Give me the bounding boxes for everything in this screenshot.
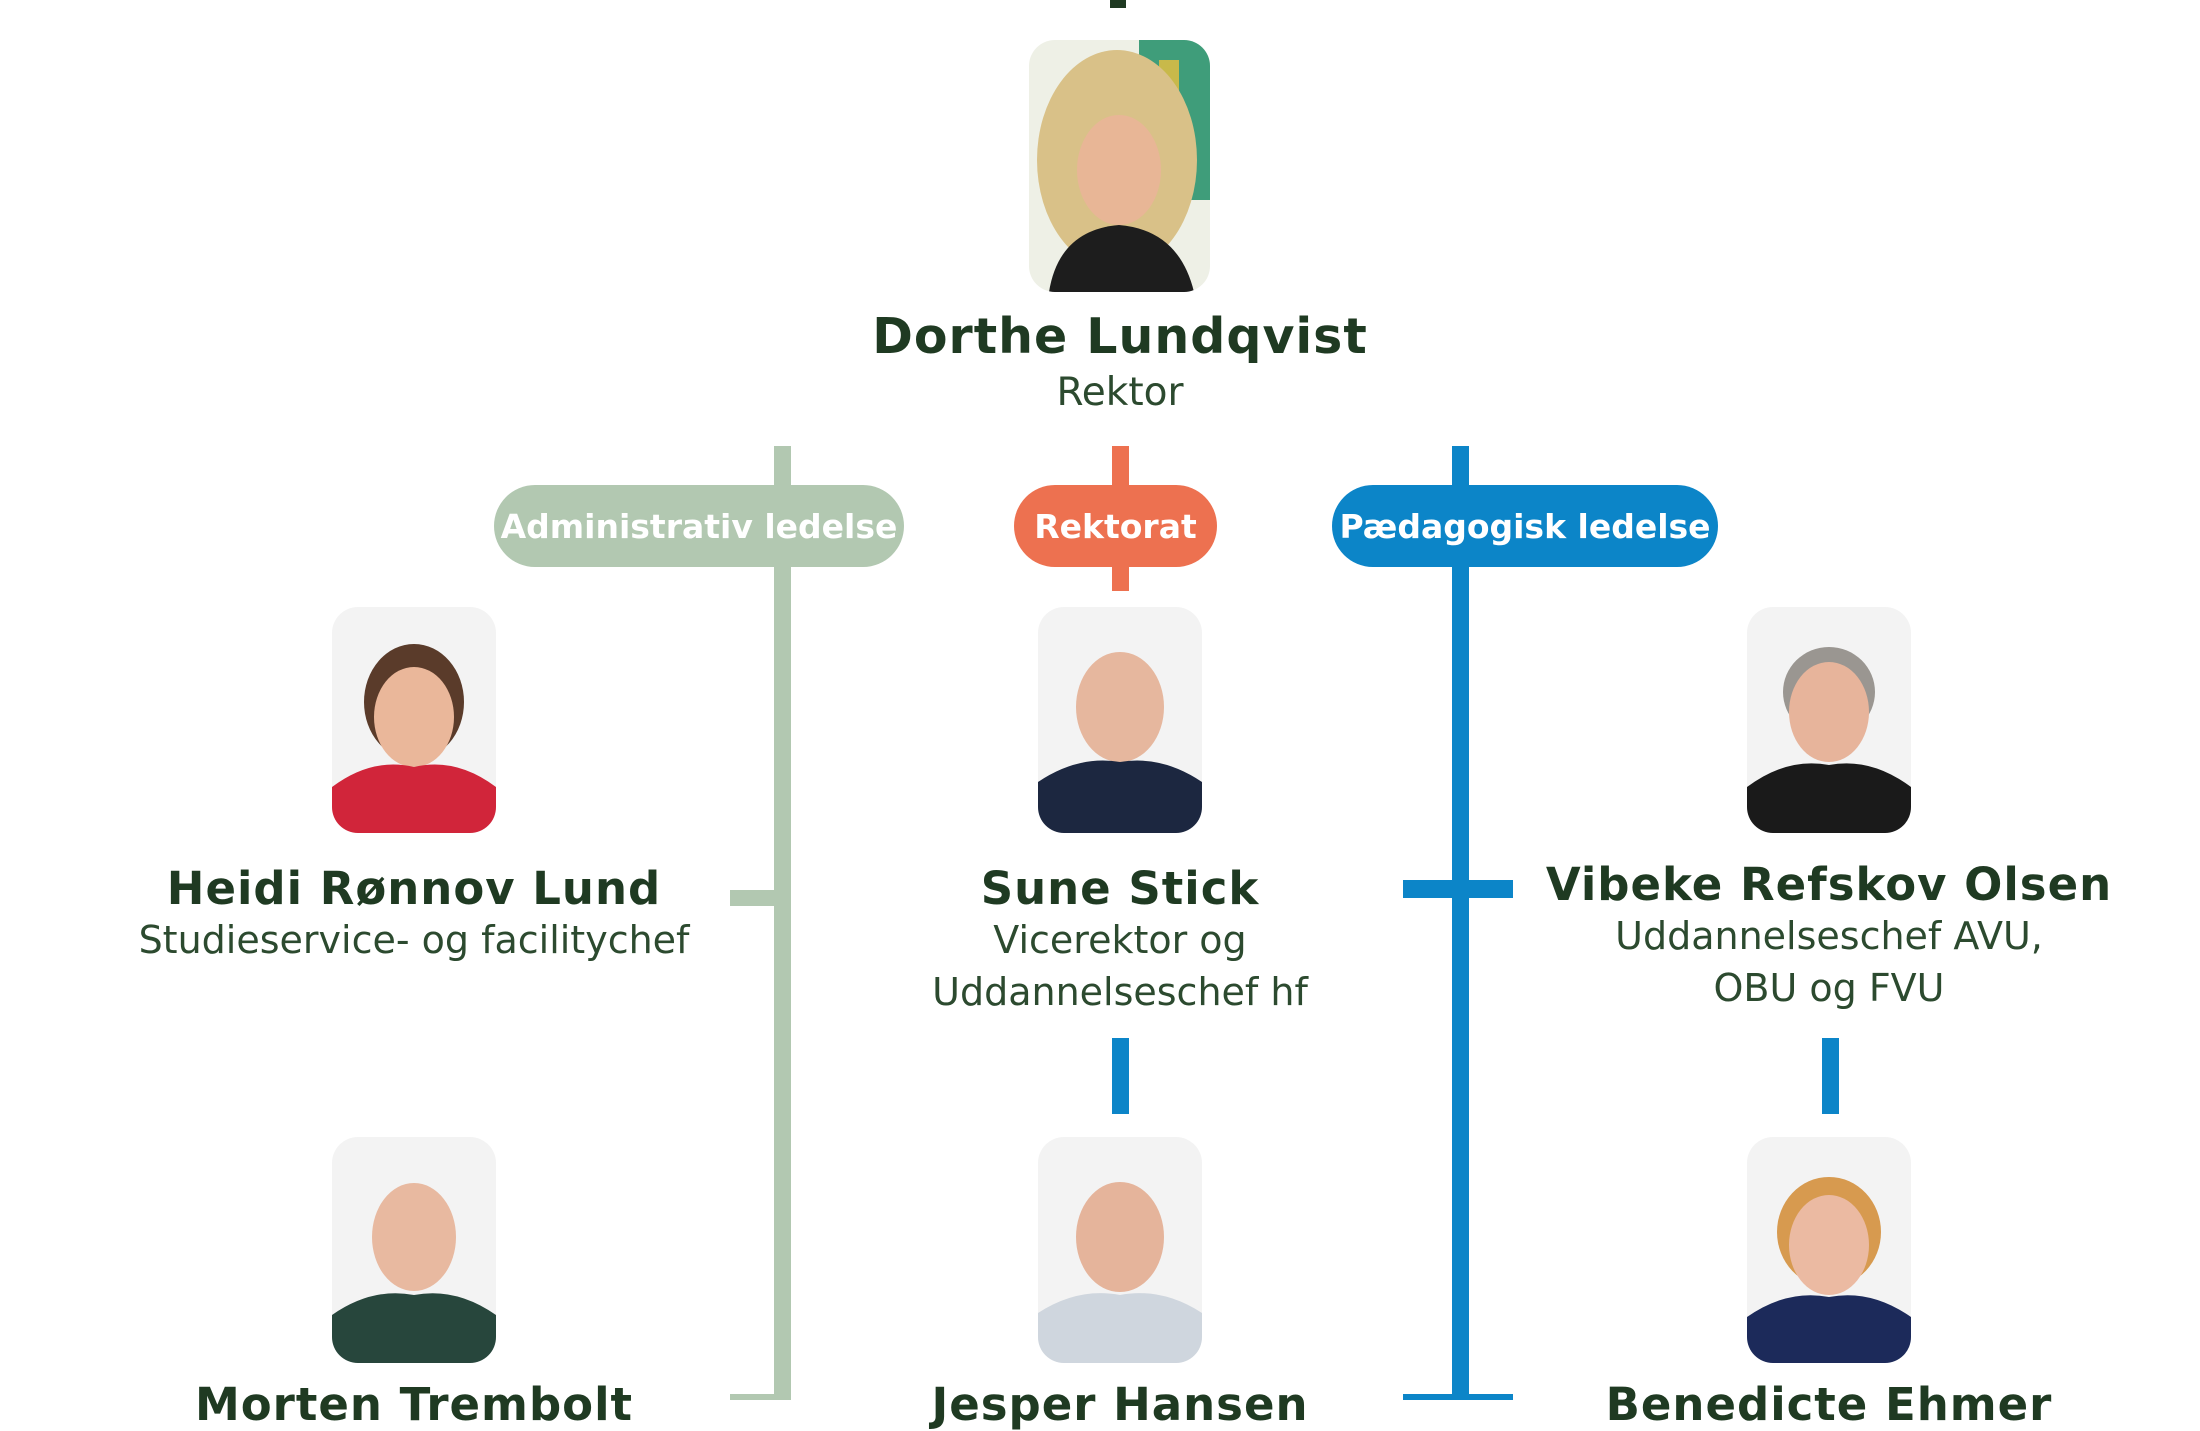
admin-branch-pill: Administrativ ledelse — [494, 485, 904, 567]
person-photo-icon — [1029, 40, 1210, 292]
top-person-name: Dorthe Lundqvist — [872, 308, 1368, 365]
benedicte-name: Benedicte Ehmer — [1605, 1378, 2053, 1431]
rektorat-connector-sune-jesper — [1112, 1038, 1129, 1114]
admin-tick-morten — [730, 1394, 791, 1400]
person-photo-icon — [1038, 1137, 1202, 1363]
vibeke-role-line2: OBU og FVU — [1713, 966, 1945, 1010]
person-photo-icon — [1747, 1137, 1911, 1363]
paedagogisk-branch-pill: Pædagogisk ledelse — [1332, 485, 1718, 567]
sune-role-line1: Vicerektor og — [993, 918, 1247, 962]
rektorat-branch-pill: Rektorat — [1014, 485, 1217, 567]
admin-branch-line — [774, 446, 791, 1400]
sune-name: Sune Stick — [980, 862, 1260, 915]
connector-vibeke-benedicte — [1822, 1038, 1839, 1114]
paedagogisk-tick-vibeke — [1403, 880, 1513, 898]
vibeke-role-line1: Uddannelseschef AVU, — [1615, 914, 2043, 958]
paedagogisk-branch-line — [1452, 446, 1469, 1400]
admin-tick-heidi — [730, 890, 791, 906]
vibeke-name: Vibeke Refskov Olsen — [1545, 858, 2113, 911]
person-photo-icon — [332, 607, 496, 833]
top-person-role: Rektor — [1056, 370, 1184, 415]
person-photo-icon — [1038, 607, 1202, 833]
heidi-role: Studieservice- og facilitychef — [138, 918, 690, 962]
person-photo-icon — [332, 1137, 496, 1363]
person-photo-icon — [1747, 607, 1911, 833]
heidi-name: Heidi Rønnov Lund — [166, 862, 662, 915]
paedagogisk-tick-benedicte — [1403, 1394, 1513, 1400]
top-connector-line — [1110, 0, 1126, 8]
morten-name: Morten Trembolt — [194, 1378, 634, 1431]
jesper-name: Jesper Hansen — [931, 1378, 1309, 1431]
sune-role-line2: Uddannelseschef hf — [932, 970, 1308, 1014]
